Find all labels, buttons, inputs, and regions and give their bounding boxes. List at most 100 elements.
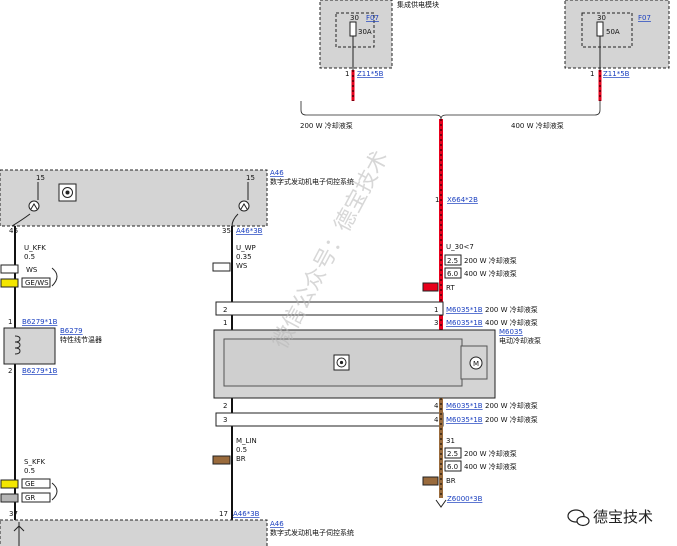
module-desc: 数字式发动机电子伺控系统: [270, 177, 354, 186]
fuse-number: 30: [597, 14, 606, 22]
fuse-number: 30: [350, 14, 359, 22]
svg-text:4: 4: [434, 416, 439, 424]
svg-text:BR: BR: [236, 455, 246, 463]
component-m6035: M: [213, 329, 496, 399]
svg-text:2.5: 2.5: [447, 257, 458, 265]
color-chip-red: [422, 282, 439, 292]
connector-ref-link[interactable]: B6279*1B: [22, 318, 58, 326]
fuse-rating: 30A: [358, 28, 372, 36]
pin-number: 15: [246, 174, 255, 182]
motor-icon: [469, 356, 483, 370]
module-a46-bottom: [0, 519, 268, 546]
connector-ref-link[interactable]: Z11*5B: [603, 70, 630, 78]
pin-number: 1: [345, 70, 349, 78]
svg-text:4: 4: [434, 402, 439, 410]
svg-text:400 W 冷却液泵: 400 W 冷却液泵: [464, 462, 517, 471]
svg-text:U_30<7: U_30<7: [446, 243, 474, 251]
pin-number: 46: [9, 227, 18, 235]
svg-text:2: 2: [223, 306, 227, 314]
svg-text:200 W 冷却液泵: 200 W 冷却液泵: [485, 415, 538, 424]
svg-text:RT: RT: [446, 284, 455, 292]
svg-text:1: 1: [223, 319, 227, 327]
power-module-right: 30 F07 50A 1 Z11*5B: [564, 0, 670, 78]
svg-text:GE: GE: [25, 480, 35, 488]
pin-number: 15: [36, 174, 45, 182]
module-a46-top: 15 15: [0, 169, 268, 227]
component-ref-link[interactable]: M6035: [499, 328, 523, 336]
svg-text:0.35: 0.35: [236, 253, 252, 261]
fuse-icon: [596, 21, 604, 37]
svg-text:WS: WS: [26, 266, 38, 274]
svg-text:0.5: 0.5: [24, 467, 35, 475]
connector-ref-link[interactable]: A46*3B: [236, 227, 263, 235]
connector-ref-link[interactable]: M6035*1B: [446, 319, 483, 327]
svg-text:6.0: 6.0: [447, 270, 458, 278]
connector-ref-link[interactable]: A46*3B: [233, 510, 260, 518]
color-chip-yellow: [0, 278, 19, 288]
connector-ref-link[interactable]: M6035*1B: [446, 416, 483, 424]
svg-text:WS: WS: [236, 262, 248, 270]
color-chip-yellow: [0, 479, 19, 489]
pin-number: 1: [590, 70, 594, 78]
svg-text:3: 3: [434, 319, 438, 327]
component-ref-link[interactable]: B6279: [60, 327, 83, 335]
svg-text:6.0: 6.0: [447, 463, 458, 471]
svg-text:200 W 冷却液泵: 200 W 冷却液泵: [485, 305, 538, 314]
svg-text:200 W 冷却液泵: 200 W 冷却液泵: [464, 449, 517, 458]
svg-text:2: 2: [223, 402, 227, 410]
connector-ref-link[interactable]: B6279*1B: [22, 367, 58, 375]
pin-number: 1: [435, 196, 439, 204]
module-label: 集成供电模块: [397, 0, 439, 9]
svg-text:BR: BR: [446, 477, 456, 485]
twist-arrow-icon: [51, 267, 58, 287]
svg-text:S_KFK: S_KFK: [24, 458, 46, 466]
svg-text:1: 1: [434, 306, 438, 314]
fuse-ref-link[interactable]: F07: [366, 14, 379, 22]
connector-row: [215, 301, 444, 316]
svg-text:电动冷却液泵: 电动冷却液泵: [499, 336, 541, 345]
connector-ref-link[interactable]: X664*2B: [447, 196, 478, 204]
svg-text:0.5: 0.5: [236, 446, 247, 454]
connector-ref-link[interactable]: Z11*5B: [357, 70, 384, 78]
branch-bracket: [300, 101, 601, 120]
svg-text:200 W 冷却液泵: 200 W 冷却液泵: [485, 401, 538, 410]
ground-icon: [435, 499, 447, 508]
svg-text:2.5: 2.5: [447, 450, 458, 458]
power-module-left: 30 F07 30A 1 Z11*5B: [319, 0, 393, 78]
svg-text:31: 31: [446, 437, 455, 445]
svg-text:GR: GR: [25, 494, 35, 502]
svg-text:2: 2: [8, 367, 12, 375]
svg-text:特性线节温器: 特性线节温器: [60, 335, 102, 344]
fuse-icon: [349, 21, 357, 37]
svg-text:M_LIN: M_LIN: [236, 437, 257, 445]
svg-text:数字式发动机电子伺控系统: 数字式发动机电子伺控系统: [270, 528, 354, 537]
svg-text:37: 37: [9, 510, 18, 518]
fuse-ref-link[interactable]: F07: [638, 14, 651, 22]
svg-text:U_KFK: U_KFK: [24, 244, 46, 252]
svg-text:200 W 冷却液泵: 200 W 冷却液泵: [464, 256, 517, 265]
color-chip-white: [0, 264, 19, 274]
connector-row: [215, 412, 444, 427]
module-ref-link[interactable]: A46: [270, 169, 284, 177]
connector-ref-link[interactable]: Z6000*3B: [447, 495, 483, 503]
svg-text:0.5: 0.5: [24, 253, 35, 261]
heater-coil-icon: [14, 335, 21, 355]
fuse-rating: 50A: [606, 28, 620, 36]
svg-text:17: 17: [219, 510, 228, 518]
svg-text:400 W 冷却液泵: 400 W 冷却液泵: [464, 269, 517, 278]
svg-text:U_WP: U_WP: [236, 244, 256, 252]
twist-arrow-icon: [51, 482, 58, 501]
thermostat-box: [3, 327, 56, 365]
connector-ref-link[interactable]: M6035*1B: [446, 306, 483, 314]
branch-right-label: 400 W 冷却液泵: [511, 121, 564, 130]
brand-logo: 德宝技术: [567, 508, 653, 527]
svg-text:GE/WS: GE/WS: [25, 279, 49, 287]
svg-text:400 W 冷却液泵: 400 W 冷却液泵: [485, 318, 538, 327]
module-ref-link[interactable]: A46: [270, 520, 284, 528]
connector-ref-link[interactable]: M6035*1B: [446, 402, 483, 410]
logo-text: 德宝技术: [593, 508, 653, 526]
pin-number: 35: [222, 227, 231, 235]
svg-text:1: 1: [8, 318, 12, 326]
svg-text:M: M: [473, 360, 479, 368]
